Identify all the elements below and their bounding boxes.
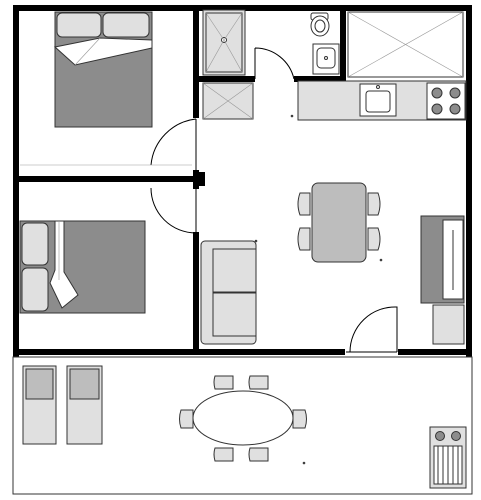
chair-icon xyxy=(213,447,234,462)
pillow-bottom xyxy=(21,267,49,312)
chair-icon[interactable] xyxy=(297,192,381,251)
sun-lounger-icon[interactable] xyxy=(66,365,103,445)
wall-right xyxy=(466,5,472,357)
wall-bottom-right xyxy=(398,349,472,355)
wall-bath-bottom-right xyxy=(294,76,346,82)
bathroom-sink-icon[interactable] xyxy=(312,43,340,75)
wall-interior-top xyxy=(193,5,199,118)
door-bedroom-bottom xyxy=(150,187,197,234)
toilet-icon[interactable] xyxy=(310,12,330,37)
kitchen-counter xyxy=(202,80,467,121)
pillow-left xyxy=(56,12,102,38)
reference-marks xyxy=(254,114,383,465)
chair-icon xyxy=(179,409,194,429)
chair-icon xyxy=(248,375,269,390)
wall-bath-bottom xyxy=(193,76,255,82)
door-bedroom-top xyxy=(150,118,197,170)
walls xyxy=(13,5,472,357)
bedroom-bottom xyxy=(19,220,146,314)
dining-table-icon[interactable] xyxy=(311,182,367,263)
patio-boundary xyxy=(12,356,473,495)
wall-interior-bottom xyxy=(193,232,199,355)
pillow-top xyxy=(21,222,49,266)
door-front xyxy=(346,306,398,353)
wall-bath-right xyxy=(340,5,346,82)
wall-bedroom-divider xyxy=(13,176,203,182)
living-area xyxy=(200,215,465,345)
chair-icon xyxy=(213,375,234,390)
doors xyxy=(150,47,398,353)
chair-icon xyxy=(248,447,269,462)
wall-top xyxy=(13,5,472,11)
dining-area xyxy=(297,182,381,263)
wall-bottom-left xyxy=(13,349,345,355)
patio xyxy=(12,356,473,495)
sun-lounger-icon[interactable] xyxy=(22,365,57,445)
door-bathroom xyxy=(254,47,295,80)
sofa-icon[interactable] xyxy=(200,240,257,345)
folded-sheet xyxy=(49,220,79,309)
wall-stub xyxy=(195,172,205,186)
chair-icon xyxy=(292,409,307,429)
tv-unit-icon[interactable] xyxy=(420,215,465,345)
bedroom-top xyxy=(20,11,192,166)
outdoor-dining-table-icon[interactable] xyxy=(179,375,307,462)
folded-sheet xyxy=(53,37,153,66)
shower-room xyxy=(202,9,464,78)
barbecue-grill-icon[interactable] xyxy=(429,426,467,489)
cooktop-icon[interactable] xyxy=(426,82,466,120)
kitchen-sink-icon[interactable] xyxy=(359,83,397,117)
pillow-right xyxy=(102,12,150,38)
